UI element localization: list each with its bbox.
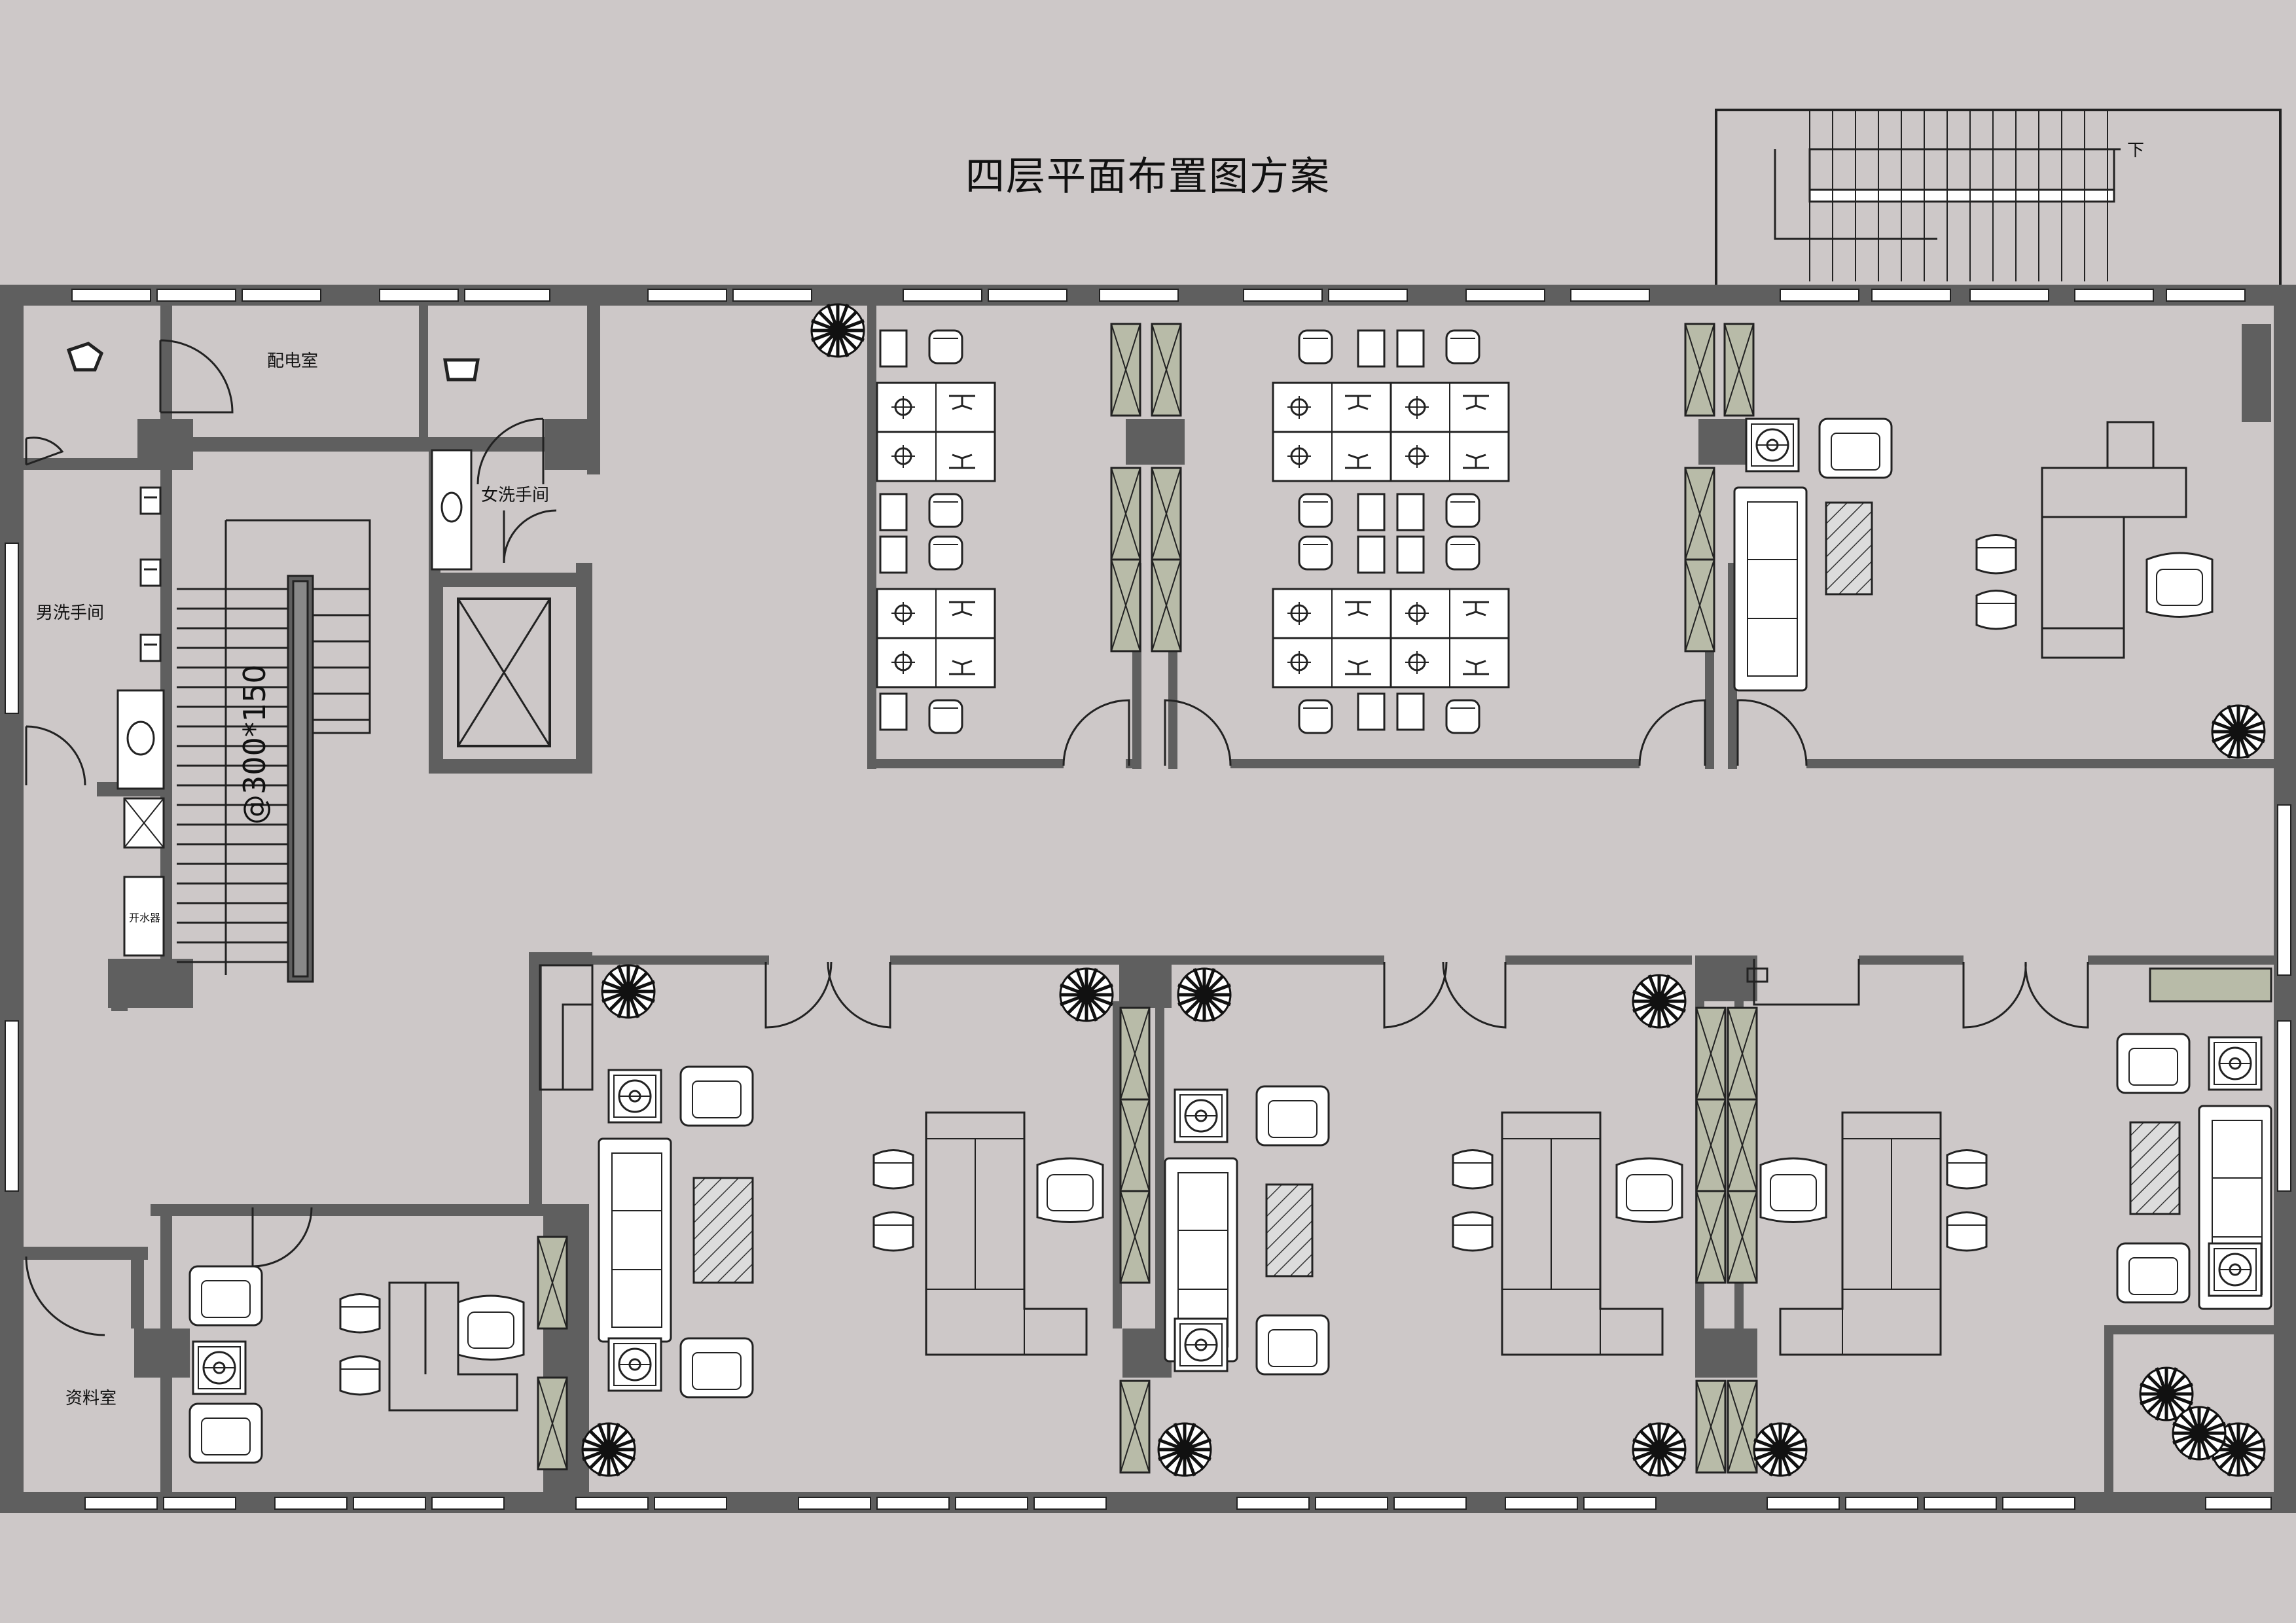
top-windows	[71, 289, 2246, 302]
small-storage	[539, 959, 1860, 1091]
bottom-windows	[84, 1497, 2272, 1510]
meeting-office-1	[598, 1065, 1104, 1399]
elevator	[457, 597, 551, 747]
archive-room-furniture	[188, 1265, 525, 1464]
page-title: 四层平面布置图方案	[965, 154, 1331, 200]
stair-dimension-label: @300*150	[237, 664, 272, 825]
open-office-workstations	[876, 329, 1510, 734]
power-room-label: 配电室	[267, 351, 318, 371]
top-stairwell: 下	[1715, 109, 2282, 288]
water-heater-label: 开水器	[129, 912, 160, 924]
lower-glass-partitions	[537, 967, 2272, 1474]
meeting-office-2	[1164, 1085, 1330, 1376]
mens-restroom-label: 男洗手间	[36, 603, 104, 623]
lower-doors	[764, 961, 2089, 1029]
womens-restroom-label: 女洗手间	[481, 486, 549, 505]
lower-office-walls	[592, 955, 2274, 1492]
main-staircase	[177, 519, 371, 983]
upper-right-office	[1733, 418, 2214, 692]
restroom-fixtures	[66, 342, 480, 957]
archive-room-label: 资料室	[65, 1389, 117, 1408]
far-right-lounge	[2116, 1033, 2272, 1310]
service-core-walls	[24, 304, 600, 1492]
upper-office-walls	[867, 304, 2274, 769]
stair-down-label: 下	[2127, 141, 2144, 160]
side-windows	[5, 543, 2291, 1192]
service-doors	[25, 339, 557, 1336]
upper-doors	[1062, 699, 1808, 766]
